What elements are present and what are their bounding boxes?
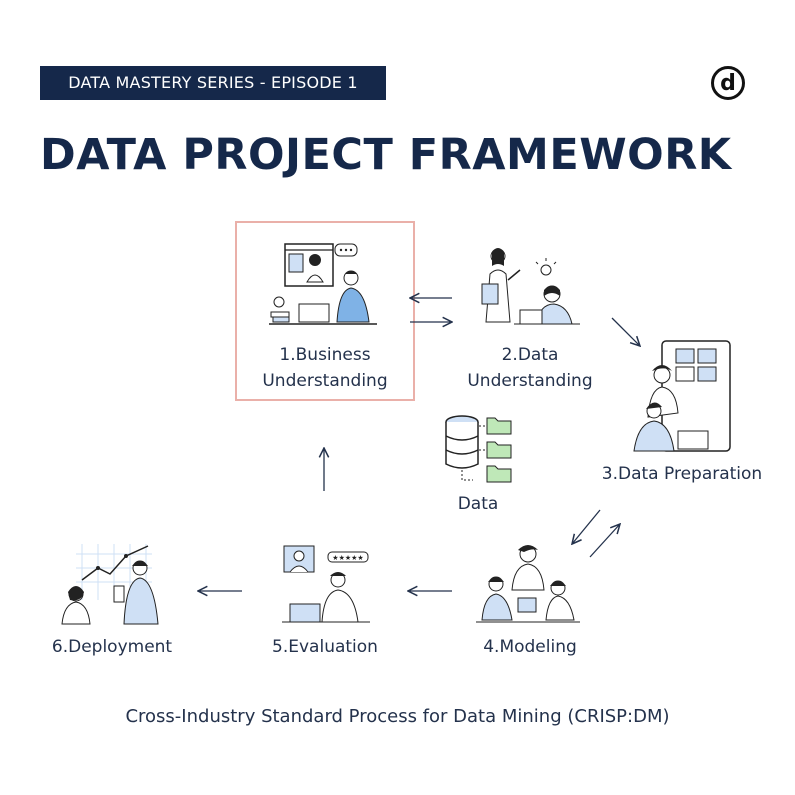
step-1-label-line1: 1.Business: [279, 345, 371, 365]
step-3-label: 3.Data Preparation: [601, 464, 763, 484]
center-data-label: Data: [457, 494, 499, 514]
step-6-label: 6.Deployment: [51, 637, 173, 657]
svg-text:★★★★★: ★★★★★: [332, 554, 363, 562]
database-folders-icon: [445, 415, 512, 483]
arrow-4-to-3: [589, 524, 620, 558]
page-title: DATA PROJECT FRAMEWORK: [40, 130, 732, 180]
brand-logo: d: [711, 66, 745, 100]
logo-letter: d: [720, 70, 736, 96]
footer-caption: Cross-Industry Standard Process for Data…: [125, 706, 670, 727]
arrow-2-to-3: [611, 317, 640, 346]
step-5-label: 5.Evaluation: [272, 637, 378, 657]
step-2-label: 2.Data Understanding: [440, 342, 620, 394]
series-badge: DATA MASTERY SERIES - EPISODE 1: [40, 66, 386, 100]
puzzle-board-illustration: [633, 340, 731, 452]
business-meeting-illustration: [269, 243, 377, 325]
step-1-label: 1.Business Understanding: [235, 342, 415, 394]
step-1-label-line2: Understanding: [262, 371, 388, 391]
arrow-3-to-4: [572, 509, 601, 544]
rating-review-illustration: ★★★★★: [282, 545, 370, 623]
step-2-label-line1: 2.Data: [501, 345, 559, 365]
step-2-label-line2: Understanding: [467, 371, 593, 391]
step-4-label: 4.Modeling: [483, 637, 577, 657]
growth-chart-illustration: [61, 544, 159, 625]
team-puzzle-illustration: [476, 545, 580, 623]
highlight-box: [235, 221, 415, 401]
data-insight-illustration: [481, 248, 580, 325]
